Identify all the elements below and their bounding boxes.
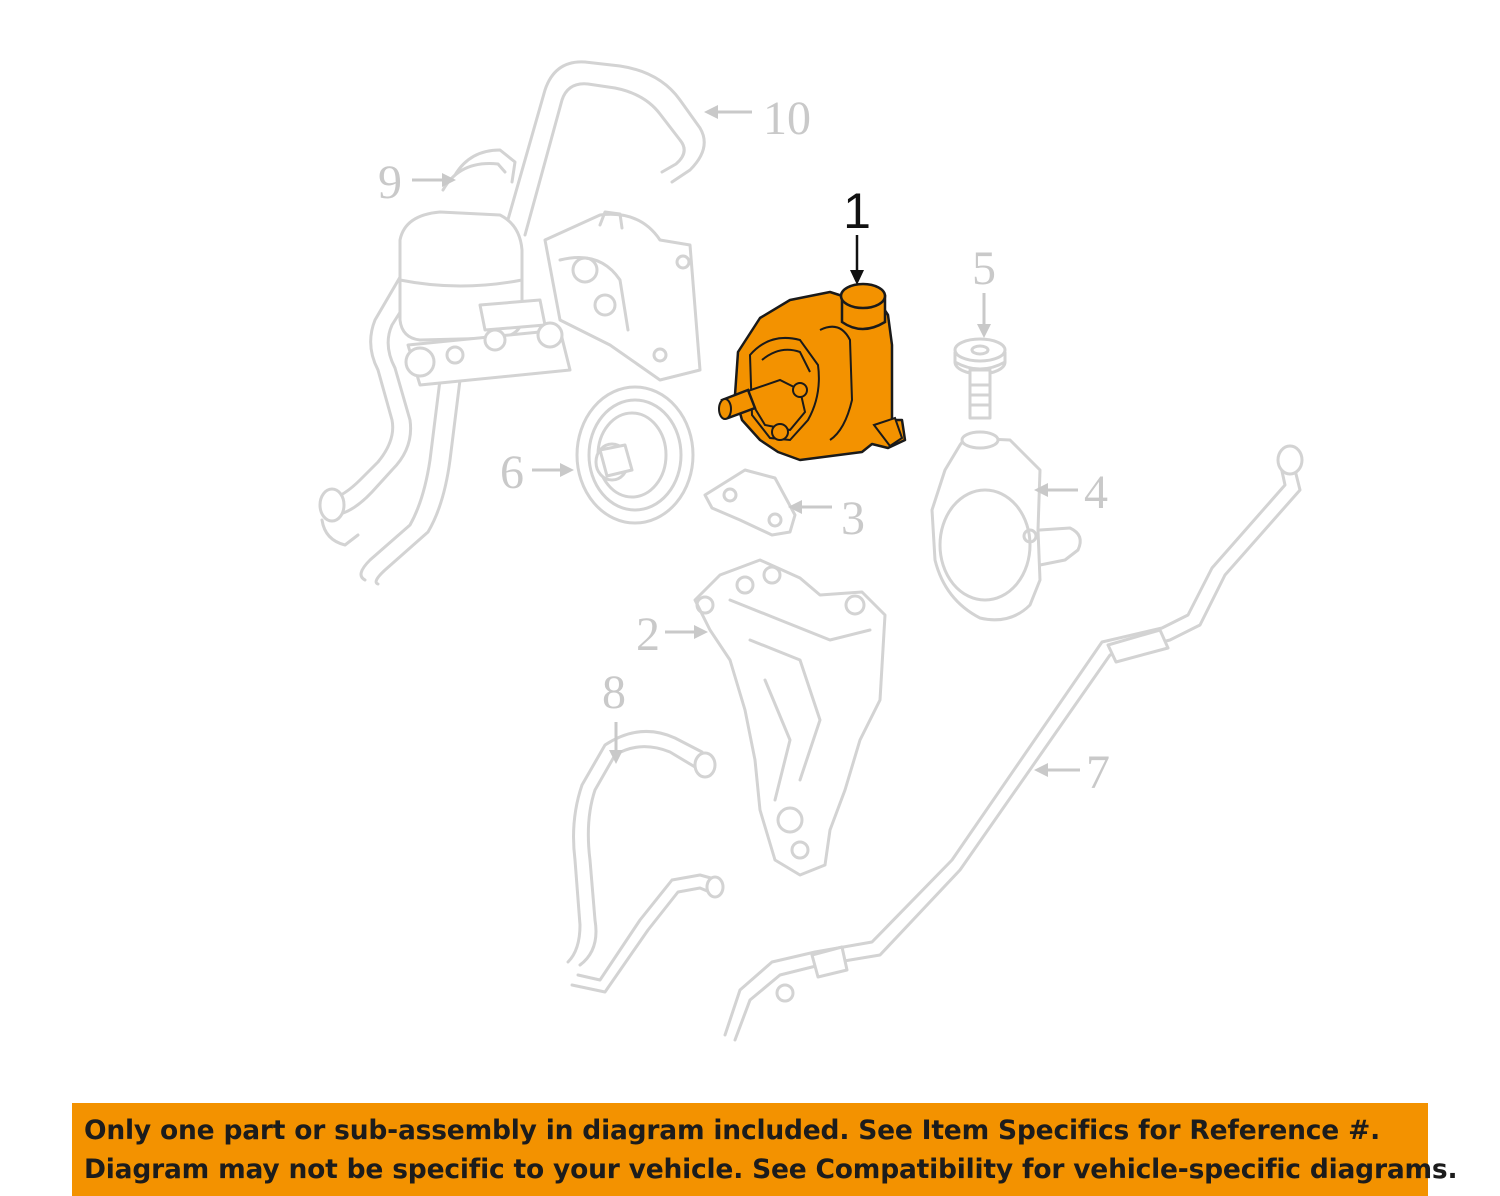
callout-4: 4 bbox=[1084, 466, 1108, 519]
callout-3: 3 bbox=[841, 492, 865, 545]
callout-9: 9 bbox=[378, 156, 402, 209]
part-9-hose bbox=[318, 148, 517, 586]
parts-diagram: 1 2 3 4 5 6 7 8 9 10 bbox=[318, 60, 1304, 1042]
callout-10: 10 bbox=[763, 92, 811, 145]
part-8-hose bbox=[566, 729, 725, 994]
callout-1: 1 bbox=[843, 183, 871, 239]
part-2-bracket bbox=[693, 558, 887, 877]
part-3-bracket bbox=[703, 468, 797, 537]
callout-arrows bbox=[412, 105, 1080, 777]
callout-2: 2 bbox=[636, 608, 660, 661]
part-5-stud bbox=[953, 337, 1007, 420]
part-4-reservoir bbox=[930, 430, 1082, 622]
part-7-line bbox=[723, 444, 1304, 1042]
part-10-hose bbox=[503, 60, 706, 237]
part-6-pulley bbox=[575, 385, 695, 525]
disclaimer-banner: Only one part or sub-assembly in diagram… bbox=[72, 1103, 1458, 1196]
disclaimer-line-1: Only one part or sub-assembly in diagram… bbox=[84, 1115, 1380, 1146]
callout-5: 5 bbox=[972, 242, 996, 295]
hydroboost-assembly bbox=[398, 210, 702, 387]
part-1-power-steering-pump bbox=[718, 282, 907, 462]
callout-7: 7 bbox=[1086, 746, 1110, 799]
callout-6: 6 bbox=[500, 446, 524, 499]
callout-8: 8 bbox=[602, 666, 626, 719]
disclaimer-line-2: Diagram may not be specific to your vehi… bbox=[84, 1154, 1458, 1185]
